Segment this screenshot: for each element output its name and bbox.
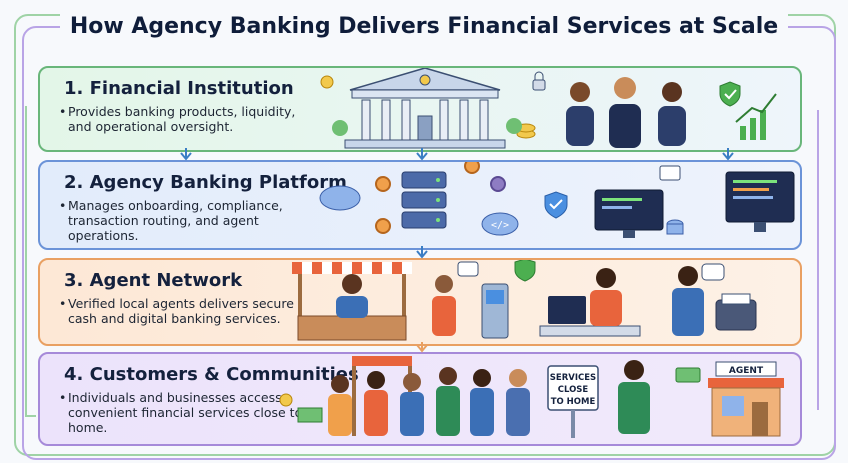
- section-customers-communities: 4. Customers & Communities Individuals a…: [38, 352, 802, 446]
- pos-terminal-icon: [715, 293, 757, 331]
- monitor-icon: [725, 171, 795, 232]
- services-sign: SERVICES CLOSE TO HOME: [547, 365, 599, 438]
- section-description: Verified local agents delivers secure ca…: [59, 296, 318, 326]
- cloud-icon: [319, 185, 361, 211]
- coin-icon: [320, 75, 334, 89]
- customer-person-icon: [618, 360, 650, 434]
- section-1-illustration: [320, 68, 777, 149]
- code-icon: </>: [481, 212, 519, 236]
- cash-icon: [675, 367, 701, 383]
- agent-person-icon: [432, 275, 456, 336]
- svg-text:TO HOME: TO HOME: [551, 397, 596, 407]
- lock-icon: [532, 71, 546, 91]
- monitor-icon: [539, 296, 641, 337]
- section-financial-institution: 1. Financial Institution Provides bankin…: [38, 66, 802, 152]
- page-title: How Agency Banking Delivers Financial Se…: [0, 14, 848, 39]
- people-group-icon: [328, 367, 530, 436]
- people-group-icon: [566, 77, 686, 148]
- section-2-illustration: </>: [319, 162, 795, 238]
- section-4-illustration: SERVICES CLOSE TO HOME AGENT: [279, 356, 784, 438]
- kiosk-icon: [481, 283, 509, 339]
- database-icon: [666, 219, 684, 235]
- section-description: Provides banking products, liquidity, an…: [59, 104, 318, 134]
- svg-text:AGENT: AGENT: [729, 366, 764, 376]
- storefront-icon: AGENT: [708, 361, 784, 437]
- shield-check-icon: [514, 260, 536, 282]
- section-heading: 4. Customers & Communities: [64, 364, 359, 385]
- storefront-icon: [292, 262, 412, 341]
- tree-icon: [332, 118, 522, 136]
- section-3-illustration: [292, 260, 757, 341]
- cash-icon: [279, 393, 323, 423]
- section-heading: 3. Agent Network: [64, 270, 243, 291]
- shield-check-icon: [544, 191, 568, 219]
- agent-person-icon: [672, 266, 704, 336]
- growth-chart-icon: [735, 93, 777, 140]
- section-heading: 2. Agency Banking Platform: [64, 172, 347, 193]
- server-icon: [401, 171, 447, 229]
- bank-building-icon: [344, 68, 506, 149]
- gear-icon: [375, 162, 506, 234]
- chat-bubble-icon: [457, 261, 725, 281]
- shield-check-icon: [719, 81, 741, 107]
- svg-text:SERVICES: SERVICES: [550, 373, 596, 383]
- section-description: Manages onboarding, compliance, transact…: [59, 198, 318, 243]
- svg-text:CLOSE: CLOSE: [558, 385, 589, 395]
- section-heading: 1. Financial Institution: [64, 78, 294, 99]
- section-agency-banking-platform: 2. Agency Banking Platform Manages onboa…: [38, 160, 802, 250]
- svg-text:</>: </>: [491, 220, 509, 231]
- monitor-icon: [594, 189, 664, 238]
- code-icon: [659, 165, 681, 181]
- section-agent-network: 3. Agent Network Verified local agents d…: [38, 258, 802, 346]
- agent-person-icon: [336, 274, 368, 318]
- section-description: Individuals and businesses access conven…: [59, 390, 318, 435]
- agent-person-icon: [590, 268, 622, 326]
